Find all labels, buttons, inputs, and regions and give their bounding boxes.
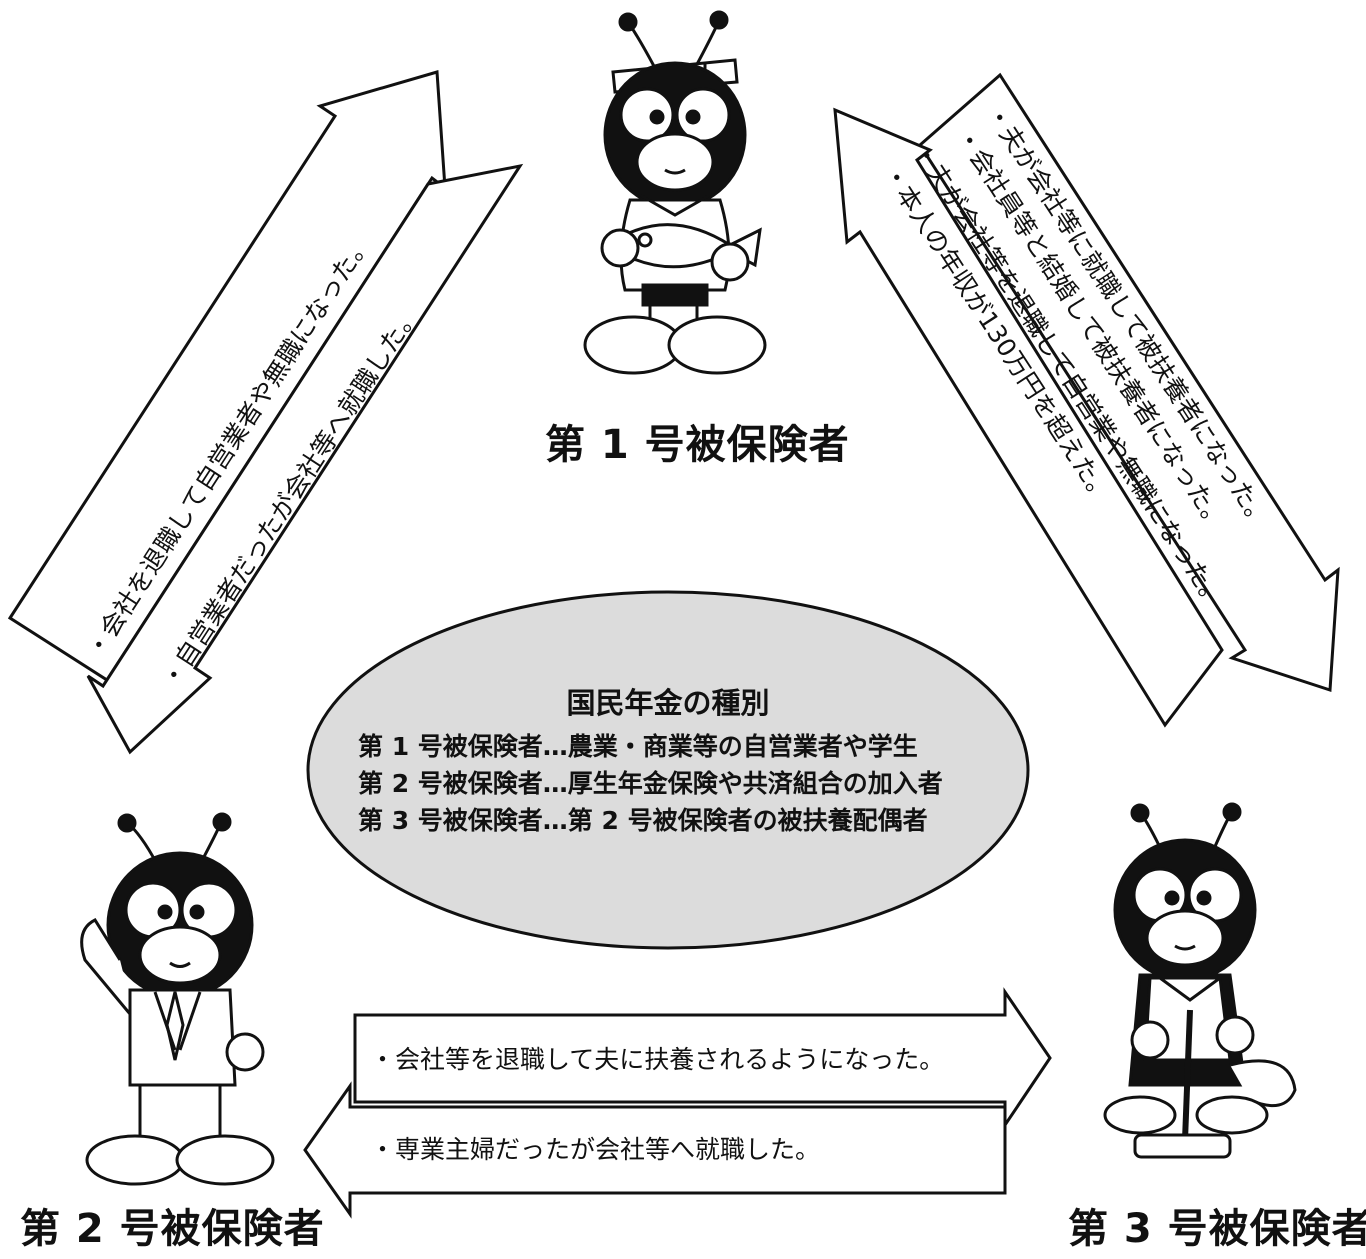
bee-mascot-suit-icon bbox=[80, 812, 275, 1186]
legend-line-3: 第 3 号被保険者…第 2 号被保険者の被扶養配偶者 bbox=[358, 806, 928, 835]
bee-mascot-vacuum-icon bbox=[1103, 802, 1297, 1159]
text-second-to-third: ・会社等を退職して夫に扶養されるようになった。 bbox=[370, 1045, 944, 1074]
category-label-second: 第 2 号被保険者 bbox=[20, 1206, 325, 1252]
legend-line-1: 第 1 号被保険者…農業・商業等の自営業者や学生 bbox=[358, 732, 918, 761]
arrow-third-to-first bbox=[833, 107, 1224, 728]
category-label-third: 第 3 号被保険者 bbox=[1068, 1206, 1366, 1252]
arrow-second-to-third bbox=[353, 987, 1052, 1130]
category-label-first: 第 1 号被保険者 bbox=[545, 422, 850, 468]
text-third-to-second: ・専業主婦だったが会社等へ就職した。 bbox=[370, 1135, 820, 1164]
arrow-first-to-third bbox=[918, 72, 1340, 693]
legend-ellipse: 国民年金の種別 第 1 号被保険者…農業・商業等の自営業者や学生 第 2 号被保… bbox=[306, 590, 1030, 950]
legend-line-2: 第 2 号被保険者…厚生年金保険や共済組合の加入者 bbox=[358, 769, 943, 798]
legend-title: 国民年金の種別 bbox=[566, 686, 769, 720]
arrow-first-to-second bbox=[86, 163, 524, 755]
bee-mascot-fishing-icon bbox=[583, 10, 767, 375]
arrow-third-to-second bbox=[303, 1081, 1007, 1219]
